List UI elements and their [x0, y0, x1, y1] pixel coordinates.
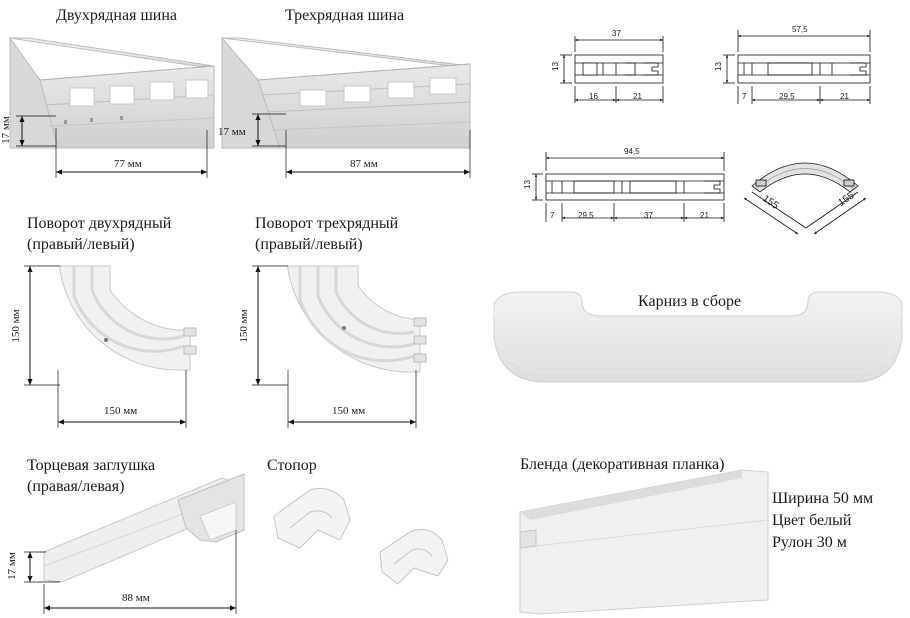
end-cap-title: Торцевая заглушка	[27, 457, 156, 474]
arc-drawing	[743, 162, 867, 235]
triple-rail-title: Трехрядная шина	[285, 7, 405, 24]
triple-rail-width-label: 87 мм	[350, 158, 378, 170]
double-rail-height-label: 17 мм	[0, 116, 12, 144]
profile3-dim-3: 21	[840, 92, 849, 101]
turn-triple-width-label: 150 мм	[332, 405, 366, 417]
turn-double-height-label: 150 мм	[10, 309, 22, 343]
stopper-image	[273, 487, 449, 585]
turn-double-subtitle: (правый/левый)	[27, 236, 135, 253]
double-rail-image	[9, 36, 215, 149]
profile-drawing-3	[723, 30, 871, 104]
profile4-dim-3: 37	[644, 211, 653, 220]
end-cap-width-label: 88 мм	[122, 592, 150, 604]
blend-title: Бленда (декоративная планка)	[520, 456, 725, 473]
profile-drawing-2	[560, 36, 664, 103]
profile4-height-dim: 13	[522, 180, 532, 189]
triple-rail-height-label: 17 мм	[218, 126, 246, 138]
turn-double-image	[59, 265, 197, 371]
double-rail-width-label: 77 мм	[114, 158, 142, 170]
profile2-dim-2: 21	[633, 92, 642, 101]
cornice-assembled-image	[493, 291, 903, 383]
profile3-dim-2: 29,5	[779, 92, 795, 101]
profile2-dim-1: 16	[589, 92, 598, 101]
profile4-dim-1: 7	[550, 211, 555, 220]
double-rail-title: Двухрядная шина	[56, 7, 177, 24]
cornice-title: Карниз в сборе	[638, 293, 742, 310]
profile2-top-dim: 37	[612, 29, 621, 38]
turn-triple-title: Поворот трехрядный	[255, 215, 399, 232]
turn-triple-height-label: 150 мм	[238, 309, 250, 343]
turn-double-width-label: 150 мм	[104, 405, 138, 417]
blend-width-spec: Ширина 50 мм	[772, 490, 874, 507]
profile-drawing-4	[532, 152, 725, 222]
turn-triple-subtitle: (правый/левый)	[255, 236, 363, 253]
profile3-top-dim: 57,5	[792, 25, 808, 34]
profile4-dim-4: 21	[700, 211, 709, 220]
profile3-height-dim: 13	[713, 62, 723, 71]
profile4-top-dim: 94,5	[624, 147, 640, 156]
turn-double-title: Поворот двухрядный	[27, 215, 172, 232]
turn-triple-image	[287, 265, 427, 373]
blend-image	[519, 469, 769, 615]
blend-color-spec: Цвет белый	[772, 512, 852, 529]
profile4-dim-2: 29,5	[578, 211, 594, 220]
end-cap-height-label: 17 мм	[6, 552, 18, 580]
blend-roll-spec: Рулон 30 м	[772, 534, 847, 551]
profile3-dim-1: 7	[742, 92, 747, 101]
profile2-height-dim: 13	[550, 62, 560, 71]
triple-rail-image	[221, 36, 471, 149]
end-cap-subtitle: (правая/левая)	[27, 478, 125, 495]
stopper-title: Стопор	[267, 457, 317, 474]
